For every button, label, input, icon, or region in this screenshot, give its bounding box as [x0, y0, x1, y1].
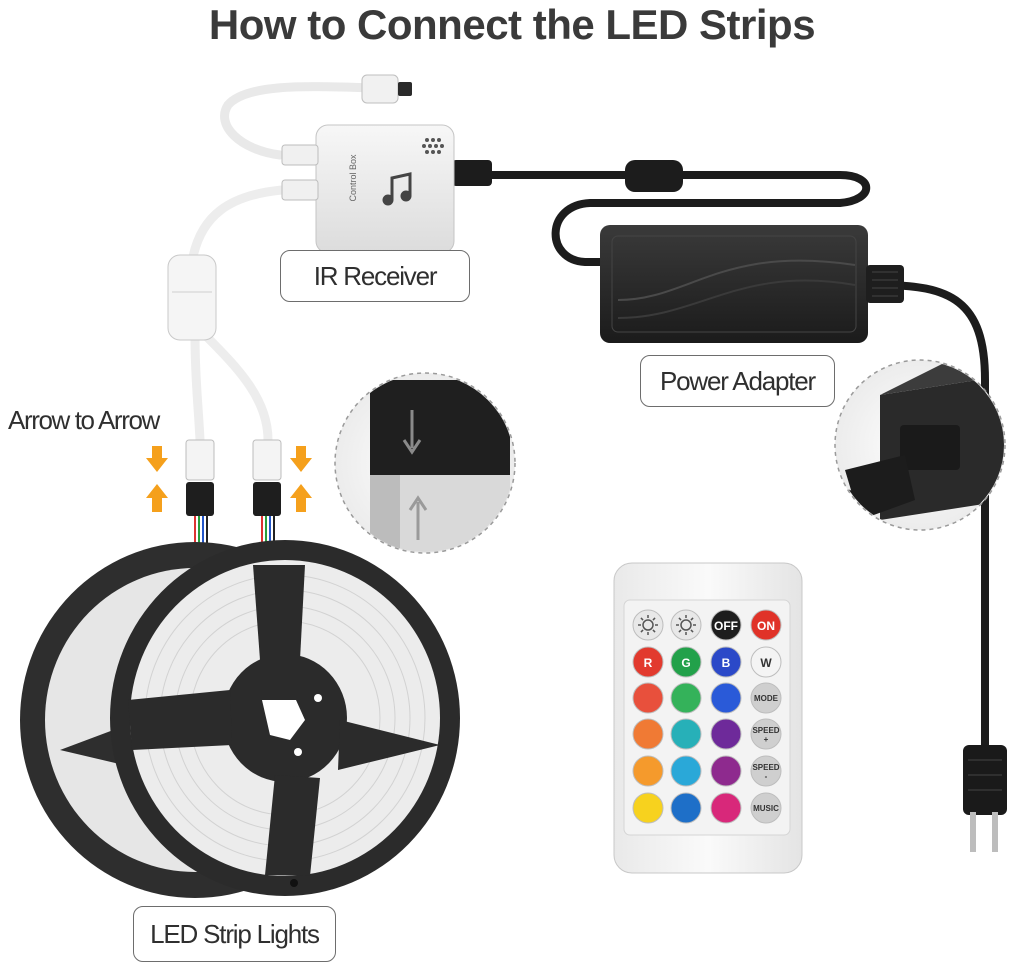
color-button-2[interactable]: [670, 682, 702, 714]
arrow-down-icon: [146, 446, 312, 472]
sun-ray: [690, 617, 694, 621]
led-reel-front: [110, 540, 460, 896]
green-button-label: G: [681, 656, 690, 670]
on-button-label: ON: [757, 619, 775, 633]
page-title: How to Connect the LED Strips: [208, 1, 816, 48]
power-adapter: [600, 225, 904, 343]
color-button-6[interactable]: [710, 718, 742, 750]
white-button-label: W: [760, 656, 772, 670]
zoom-connector-detail: [334, 372, 516, 554]
arrow-to-arrow-label: Arrow to Arrow: [8, 405, 160, 435]
color-button-11[interactable]: [670, 792, 702, 824]
arrow-up-icon: [146, 484, 312, 512]
control-box: Control Box: [281, 124, 455, 254]
speed-down-button[interactable]: [750, 755, 782, 787]
sun-ray: [652, 617, 656, 621]
green-button[interactable]: [670, 646, 702, 678]
music-button[interactable]: [750, 792, 782, 824]
red-button-label: R: [644, 656, 653, 670]
sun-ray: [652, 629, 656, 633]
strip-connector-right: [252, 439, 282, 545]
speed-up-button[interactable]: [750, 718, 782, 750]
sun-icon: [680, 619, 692, 631]
usb-cable: [220, 82, 375, 160]
dc-cable: [486, 171, 871, 266]
power-adapter-label: Power Adapter: [640, 355, 835, 407]
music-button-label: MUSIC: [753, 804, 779, 813]
ir-receiver-label: IR Receiver: [280, 250, 470, 302]
off-button[interactable]: [710, 609, 742, 641]
control-box-text: Control Box: [348, 154, 358, 202]
brightness-up-button[interactable]: [670, 609, 702, 641]
off-button-label: OFF: [714, 619, 738, 633]
sun-icon: [642, 619, 654, 631]
color-button-4[interactable]: [632, 718, 664, 750]
blue-button[interactable]: [710, 646, 742, 678]
brightness-down-button[interactable]: [632, 609, 664, 641]
splitter-cable: [187, 185, 287, 445]
ac-cord: [876, 281, 989, 754]
color-button-8[interactable]: [670, 755, 702, 787]
color-button-5[interactable]: [670, 718, 702, 750]
sun-ray: [678, 617, 682, 621]
speed-down-button-label: -: [765, 772, 768, 781]
dc-plug: [452, 160, 492, 186]
sun-ray: [678, 629, 682, 633]
color-button-3[interactable]: [710, 682, 742, 714]
wall-plug: [963, 745, 1007, 852]
mode-button-label: MODE: [754, 694, 779, 703]
white-button[interactable]: [750, 646, 782, 678]
usb-connector: [361, 74, 412, 104]
on-button[interactable]: [750, 609, 782, 641]
ir-remote: [613, 562, 803, 874]
sun-ray: [640, 629, 644, 633]
color-button-10[interactable]: [632, 792, 664, 824]
color-button-7[interactable]: [632, 755, 664, 787]
speed-down-button-label: SPEED: [752, 763, 779, 772]
sun-ray: [640, 617, 644, 621]
music-note-icon: [382, 172, 412, 206]
splitter-hub: [167, 254, 217, 341]
strip-connector-left: [185, 439, 215, 545]
red-button[interactable]: [632, 646, 664, 678]
led-strip-lights-label: LED Strip Lights: [133, 906, 336, 962]
color-button-9[interactable]: [710, 755, 742, 787]
speaker-grille: [422, 138, 444, 154]
sun-ray: [690, 629, 694, 633]
speed-up-button-label: +: [764, 735, 769, 744]
ferrite-core: [625, 160, 683, 192]
color-button-12[interactable]: [710, 792, 742, 824]
blue-button-label: B: [722, 656, 731, 670]
color-button-1[interactable]: [632, 682, 664, 714]
speed-up-button-label: SPEED: [752, 726, 779, 735]
mode-button[interactable]: [750, 682, 782, 714]
